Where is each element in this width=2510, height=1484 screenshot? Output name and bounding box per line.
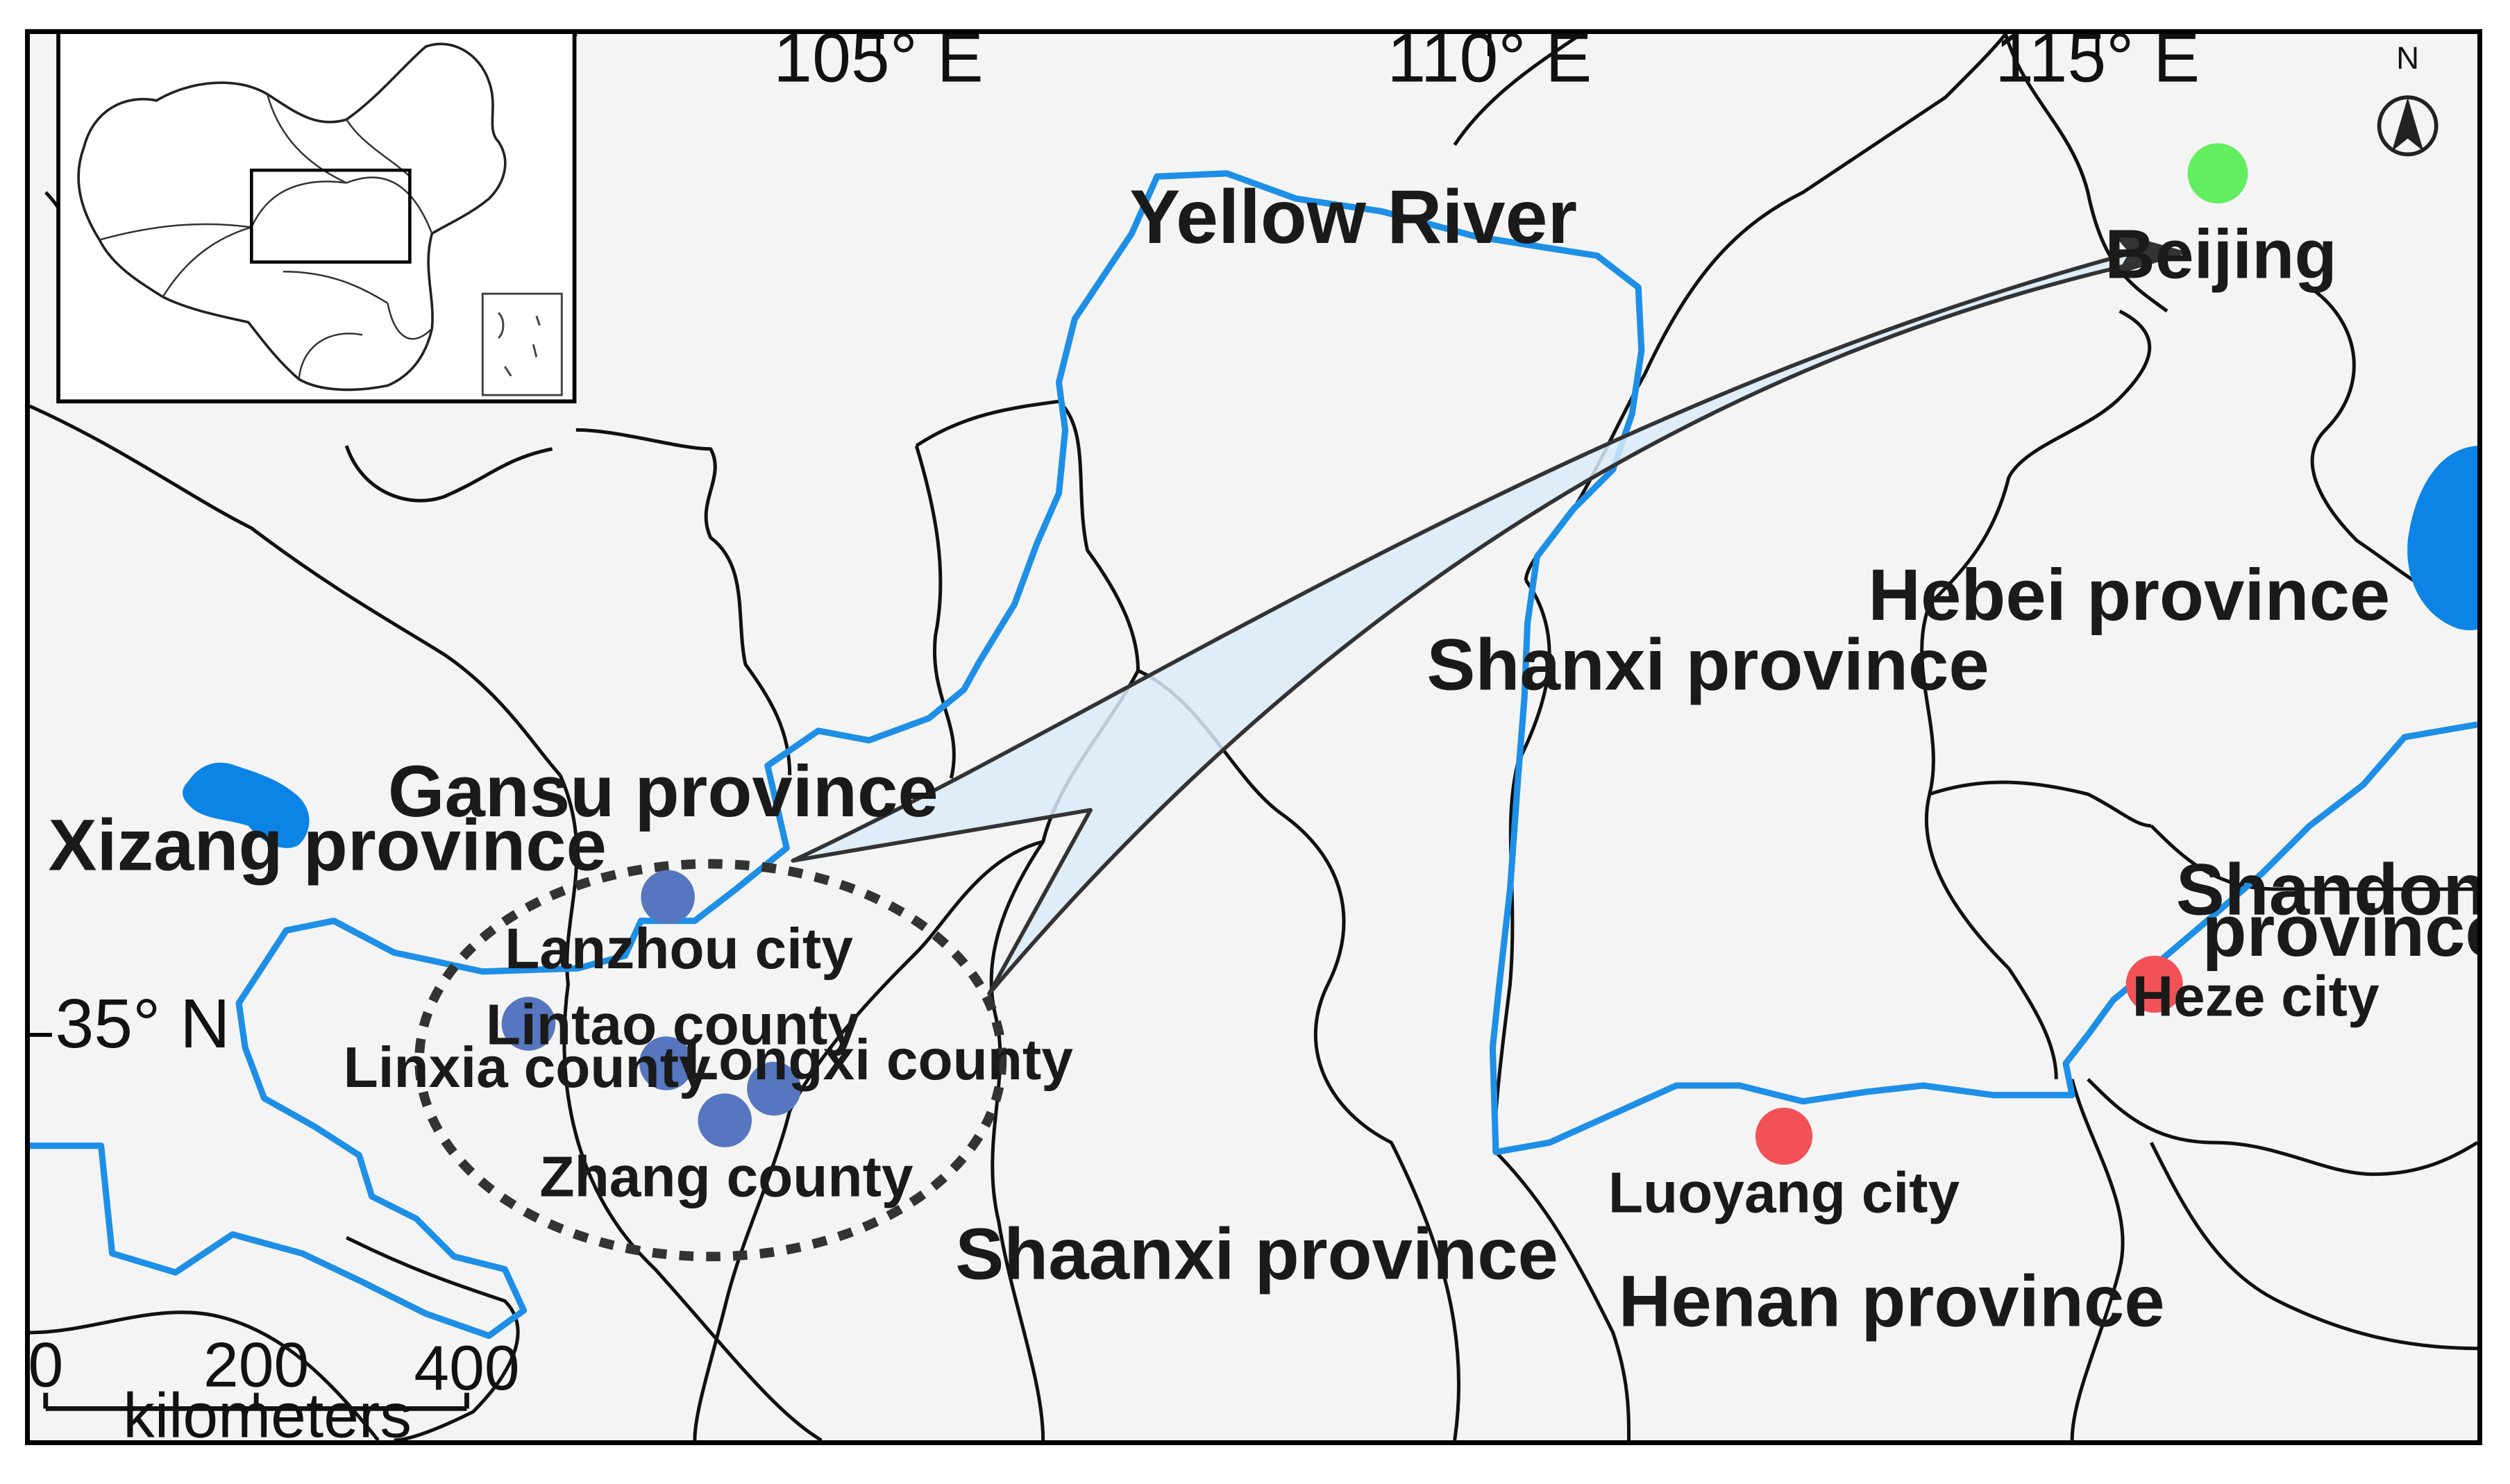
longitude-110-label: 110° E xyxy=(1387,34,1592,96)
marker-lintao[interactable] xyxy=(639,1036,693,1090)
beijing-label: Beijing xyxy=(2105,215,2337,293)
scale-tick-200: 200 xyxy=(203,1329,309,1400)
scale-bar xyxy=(43,1392,469,1411)
shandong-province-label-line1: Shandong xyxy=(2176,850,2477,931)
lanzhou-label: Lanzhou city xyxy=(505,918,853,981)
china-inset-map xyxy=(56,34,577,404)
marker-luoyang[interactable] xyxy=(1755,1107,1813,1165)
zhang-label: Zhang county xyxy=(539,1146,913,1209)
marker-lanzhou[interactable] xyxy=(641,870,695,925)
yellow-river-path xyxy=(30,170,2477,1339)
china-outline xyxy=(77,42,507,391)
longitude-115-label: 115° E xyxy=(1995,34,2200,96)
shandong-province-label-line2: province xyxy=(2202,891,2477,972)
map-frame: 105° E 110° E 115° E 35° N N xyxy=(25,29,2482,1445)
inset-province-lines xyxy=(99,94,433,380)
shaanxi-province-label: Shaanxi province xyxy=(955,1213,1558,1295)
shanxi-province-label: Shanxi province xyxy=(1426,625,1989,706)
linxia-label: Linxia county xyxy=(344,1036,711,1099)
hebei-province-label: Hebei province xyxy=(1868,555,2390,636)
north-arrow-letter: N xyxy=(2396,40,2419,76)
study-area-map: 105° E 110° E 115° E 35° N N xyxy=(30,34,2477,1440)
marker-heze[interactable] xyxy=(2125,955,2183,1013)
study-area-ellipse xyxy=(414,859,1007,1262)
marker-beijing[interactable] xyxy=(2187,143,2248,204)
scale-unit-label: kilometers xyxy=(123,1380,412,1440)
scale-tick-400: 400 xyxy=(414,1333,519,1403)
bohai-sea xyxy=(2407,446,2477,630)
site-markers xyxy=(501,143,2248,1165)
arrow-head xyxy=(2109,230,2189,275)
marker-zhang[interactable] xyxy=(698,1093,752,1147)
heze-label: Heze city xyxy=(2132,966,2380,1029)
longxi-label: Longxi county xyxy=(684,1029,1073,1092)
lintao-label: Lintao county xyxy=(486,994,859,1057)
marker-longxi[interactable] xyxy=(747,1061,801,1116)
qinghai-lake xyxy=(183,762,310,848)
henan-province-label: Henan province xyxy=(1619,1261,2165,1342)
province-boundaries xyxy=(30,34,2477,1440)
inset-south-china-sea-box xyxy=(481,292,563,396)
xizang-province-label: Xizang province xyxy=(49,805,607,886)
scale-tick-0: 0 xyxy=(30,1329,63,1400)
gansu-province-label: Gansu province xyxy=(388,751,938,832)
luoyang-label: Luoyang city xyxy=(1608,1161,1960,1224)
inset-study-area-box xyxy=(250,168,412,264)
longitude-105-label: 105° E xyxy=(773,34,983,96)
yellow-river-label: Yellow River xyxy=(1129,175,1577,260)
latitude-35-label: 35° N xyxy=(55,985,230,1063)
north-arrow-icon xyxy=(2377,95,2439,157)
marker-linxia[interactable] xyxy=(501,997,556,1051)
